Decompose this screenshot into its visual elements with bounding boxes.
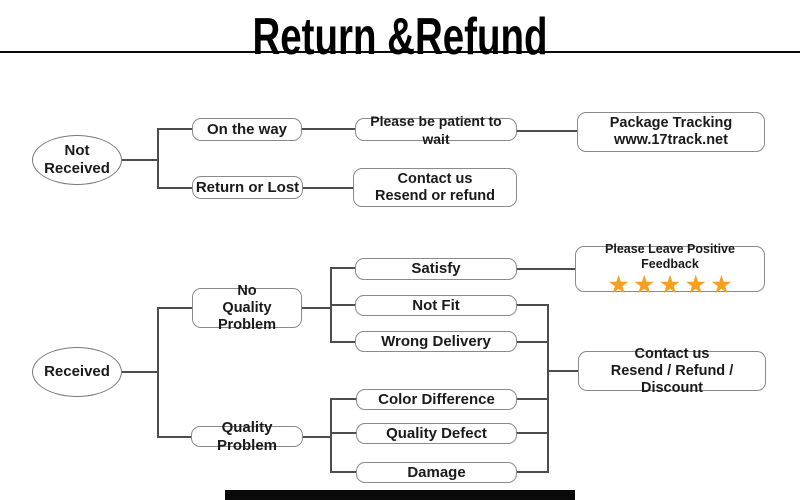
node-label: On the way [206,120,288,138]
header-divider-line [0,51,800,53]
node-on-the-way: On the way [192,118,302,141]
node-label: Please be patient to wait [370,112,502,147]
node-quality-problem: Quality Problem [191,419,303,454]
node-color-difference: Color Difference [356,389,517,410]
node-wrong-delivery: Wrong Delivery [355,331,517,352]
flow-connector [330,398,332,473]
flow-connector [157,307,159,438]
flow-connector [517,432,547,434]
flow-connector [330,267,332,343]
flow-connector [517,471,547,473]
flow-connector [303,187,353,189]
node-label: Resend / Refund / Discount [610,362,734,396]
flow-connector [517,341,549,343]
node-label: Quality Problem [216,418,277,454]
node-label: Return or Lost [195,178,300,196]
flow-connector [549,370,578,372]
node-damage: Damage [356,462,517,483]
node-contact-resend-refund-discount: Contact us Resend / Refund / Discount [578,346,766,396]
flow-connector [302,307,330,309]
flow-connector [122,159,157,161]
node-label: Damage [407,463,466,481]
node-label: Package Tracking [609,115,733,131]
node-positive-feedback: Please Leave Positive Feedback ★★★★★ [575,242,765,296]
node-satisfy: Satisfy [355,258,517,280]
flow-connector [159,307,192,309]
node-package-tracking: Package Tracking www.17track.net [577,112,765,152]
node-return-or-lost: Return or Lost [192,176,303,199]
node-contact-resend-refund: Contact us Resend or refund [353,168,517,207]
flow-connector [332,398,356,400]
flow-connector [517,130,577,132]
tracking-url: www.17track.net [614,132,728,148]
bottom-accent-bar [225,490,575,500]
node-not-fit: Not Fit [355,295,517,316]
node-label: Quality Problem [217,299,276,333]
node-label: Quality Defect [386,424,487,442]
node-label: No [237,282,257,299]
node-label: Contact us [634,345,710,362]
flow-connector [159,436,191,438]
flow-connector [517,268,575,270]
node-no-quality-problem: No Quality Problem [192,283,302,333]
node-not-received: Not Received [32,135,122,185]
node-label: Color Difference [378,390,495,408]
flow-connector [159,187,192,189]
flow-connector [303,436,330,438]
flow-connector [517,398,547,400]
node-label: Contact us [397,170,473,187]
node-label: Received [44,160,110,177]
node-label: Received [44,363,110,380]
flow-connector [302,128,355,130]
node-be-patient: Please be patient to wait [355,113,517,147]
node-label: Wrong Delivery [381,332,491,350]
flow-connector [159,128,192,130]
node-label: Not [64,142,90,159]
flow-connector [547,304,549,473]
node-received: Received [32,347,122,397]
flow-connector [122,371,157,373]
flow-connector [332,267,355,269]
flow-connector [517,304,549,306]
node-quality-defect: Quality Defect [356,423,517,444]
flow-connector [332,341,355,343]
flow-connector [332,471,356,473]
page-title: Return &Refund [252,8,548,66]
node-label: Not Fit [412,296,460,314]
node-label: Satisfy [411,260,461,277]
flow-connector [332,304,355,306]
five-star-rating-icon: ★★★★★ [608,271,738,297]
node-label: Resend or refund [374,187,496,204]
feedback-label: Please Leave Positive Feedback [605,241,735,271]
flow-connector [157,128,159,189]
flow-connector [332,432,356,434]
